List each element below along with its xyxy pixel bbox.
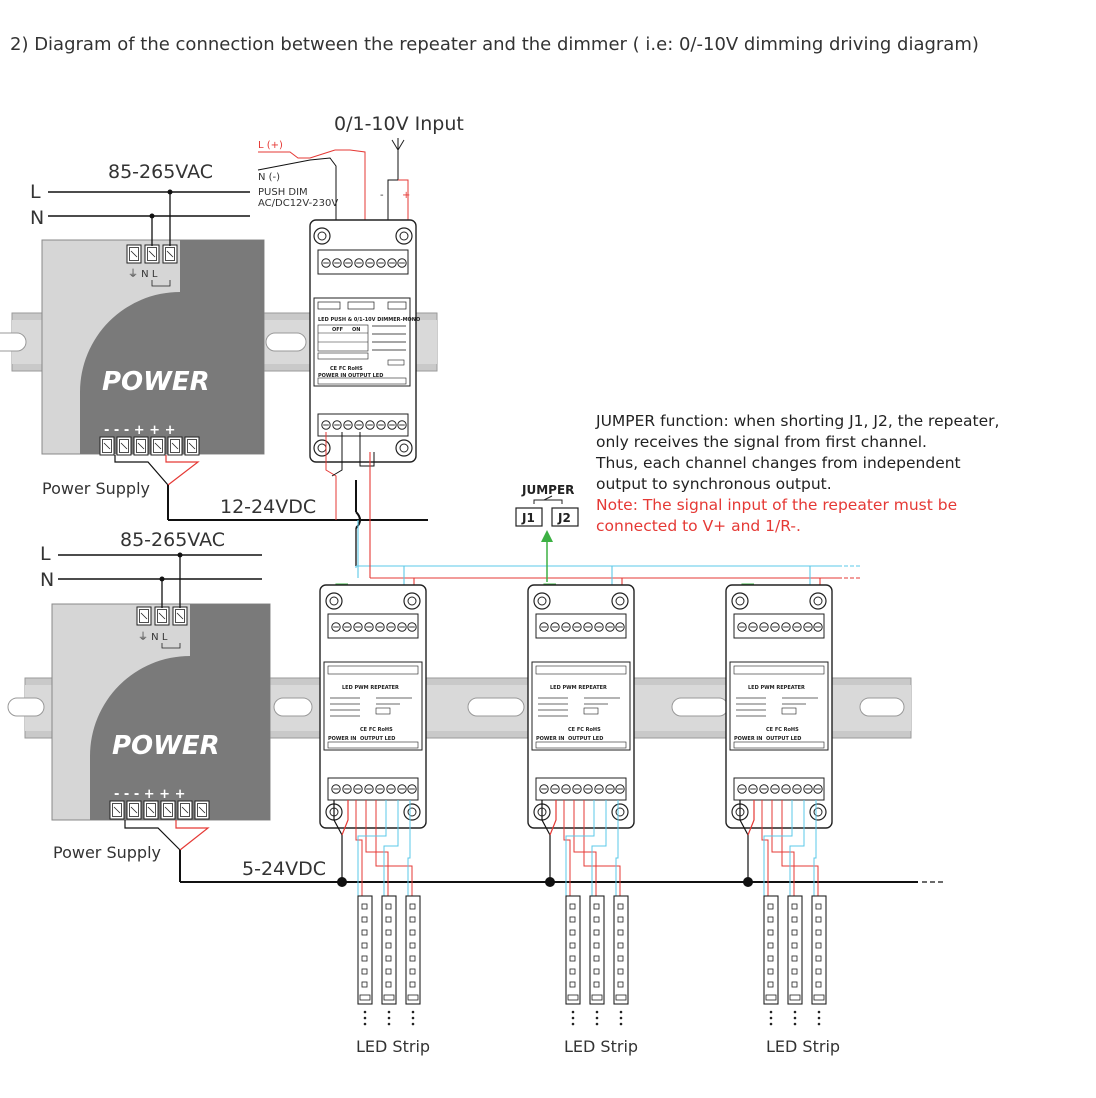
input-wiring: 0/1-10V Input L (+) N (-) PUSH DIM AC/DC… <box>257 113 464 246</box>
led-strip-label-2: LED Strip <box>564 1037 638 1056</box>
repeater-1: LED PWM REPEATER CE FC RoHS POWER IN OUT… <box>319 566 427 829</box>
line-n-label-bottom: N <box>40 569 54 591</box>
power-label-top: POWER <box>102 367 210 397</box>
page-title: 2) Diagram of the connection between the… <box>10 34 979 55</box>
note-line-2: only receives the signal from first chan… <box>596 433 927 451</box>
push-dim-label: PUSH DIM <box>258 187 308 198</box>
dc-terminal-labels-top: - - - + + + <box>104 423 176 438</box>
output-wiring-3 <box>739 800 819 900</box>
dimmer-cert: CE FC RoHS <box>330 366 363 372</box>
repeater-1-power-in: POWER IN <box>328 736 356 742</box>
power-supply-bottom: POWER ⏚ N L - - - + + + <box>51 603 271 821</box>
led-strip-group-2 <box>565 895 629 1026</box>
line-l-label-top: L <box>30 181 41 203</box>
repeater-1-model: LED PWM REPEATER <box>342 685 399 691</box>
dimmer-off: OFF <box>332 327 343 333</box>
notes-block: JUMPER function: when shorting J1, J2, t… <box>595 412 999 535</box>
led-strip-group-1 <box>357 895 421 1026</box>
input-minus: - <box>380 190 384 201</box>
repeater-3: LED PWM REPEATER CE FC RoHS POWER IN OUT… <box>725 566 833 829</box>
input-plus: + <box>402 190 410 201</box>
dimmer-module: LED PUSH & 0/1-10V DIMMER-MONO OFF ON CE… <box>309 219 420 463</box>
output-wiring-2 <box>541 800 621 900</box>
l-plus-label: L (+) <box>258 140 283 151</box>
push-dim-range: AC/DC12V-230V <box>258 198 338 209</box>
power-supply-top: POWER ⏚ N L - - - + + + <box>41 239 265 456</box>
ac-voltage-label-top: 85-265VAC <box>108 161 213 183</box>
dimmer-power-in: POWER IN <box>318 373 346 379</box>
power-supply-label-top: Power Supply <box>42 479 150 498</box>
output-wiring-1 <box>333 800 413 900</box>
repeater-3-cert: CE FC RoHS <box>766 727 799 733</box>
repeater-2-power-in: POWER IN <box>536 736 564 742</box>
jumper-title: JUMPER <box>521 483 574 497</box>
repeater-3-power-in: POWER IN <box>734 736 762 742</box>
note-warning-2: connected to V+ and 1/R-. <box>596 517 801 535</box>
repeater-1-output: OUTPUT LED <box>360 736 395 742</box>
input-signal-label: 0/1-10V Input <box>334 113 464 135</box>
repeater-2-output: OUTPUT LED <box>568 736 603 742</box>
jumper-j1: J1 <box>521 511 535 525</box>
dc-terminal-labels-bottom: - - - + + + <box>114 787 186 802</box>
line-l-label-bottom: L <box>40 543 51 565</box>
dc-voltage-label-top: 12-24VDC <box>220 496 316 518</box>
led-strip-label-1: LED Strip <box>356 1037 430 1056</box>
dimmer-output-led: OUTPUT LED <box>348 373 383 379</box>
n-minus-label: N (-) <box>258 172 280 183</box>
line-n-label-top: N <box>30 207 44 229</box>
note-line-3: Thus, each channel changes from independ… <box>595 454 961 472</box>
dc-output-wires-bottom: 5-24VDC <box>124 820 946 883</box>
note-line-1: JUMPER function: when shorting J1, J2, t… <box>595 412 999 430</box>
ac-voltage-label-bottom: 85-265VAC <box>120 529 225 551</box>
ac-lines-top: 85-265VAC L N <box>30 161 250 246</box>
repeater-2-cert: CE FC RoHS <box>568 727 601 733</box>
jumper-j2: J2 <box>557 511 571 525</box>
power-supply-label-bottom: Power Supply <box>53 843 161 862</box>
led-strip-group-3 <box>763 895 827 1026</box>
dc-voltage-label-bottom: 5-24VDC <box>242 858 326 880</box>
ac-lines-bottom: 85-265VAC L N <box>40 529 262 608</box>
repeater-3-model: LED PWM REPEATER <box>748 685 805 691</box>
dimmer-model: LED PUSH & 0/1-10V DIMMER-MONO <box>318 317 420 323</box>
dimmer-output-wires <box>325 432 862 579</box>
jumper-symbol: JUMPER J1 J2 <box>515 483 579 582</box>
repeater-1-cert: CE FC RoHS <box>360 727 393 733</box>
repeater-3-output: OUTPUT LED <box>766 736 801 742</box>
dimmer-on: ON <box>352 327 360 333</box>
dc-output-wires-top: 12-24VDC <box>114 455 428 521</box>
ac-terminal-labels-bottom: ⏚ N L <box>138 631 168 643</box>
repeater-2-model: LED PWM REPEATER <box>550 685 607 691</box>
power-label-bottom: POWER <box>112 731 220 761</box>
led-strip-label-3: LED Strip <box>766 1037 840 1056</box>
repeater-2: LED PWM REPEATER CE FC RoHS POWER IN OUT… <box>527 566 635 829</box>
note-line-4: output to synchronous output. <box>596 475 832 493</box>
ac-terminal-labels-top: ⏚ N L <box>128 268 158 280</box>
note-warning-1: Note: The signal input of the repeater m… <box>596 496 957 514</box>
